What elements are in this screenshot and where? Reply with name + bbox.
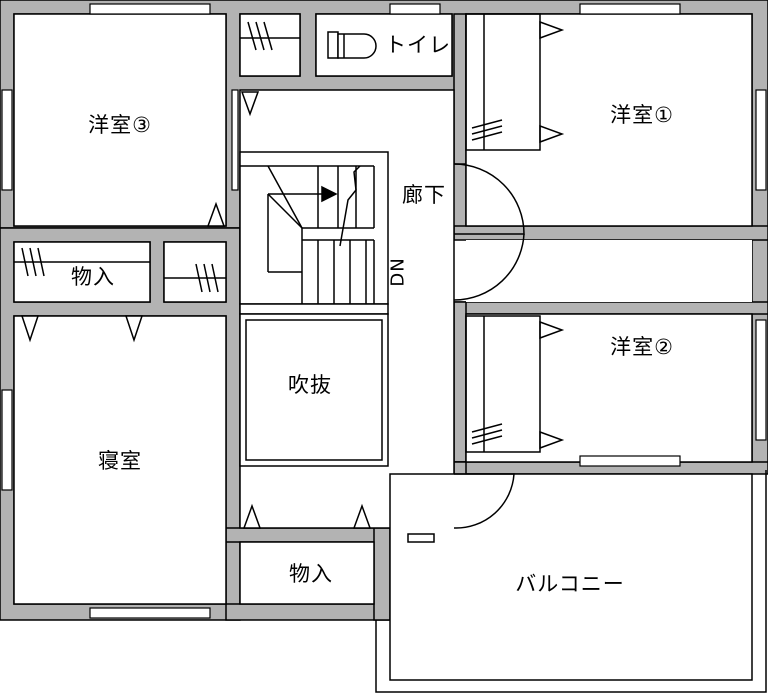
balcony-area — [389, 473, 753, 681]
label-western-room-1: 洋室① — [610, 103, 674, 127]
closet-rails — [14, 13, 541, 453]
room-bedroom — [13, 315, 227, 605]
balcony-rail — [375, 470, 767, 693]
label-toilet: トイレ — [385, 33, 451, 57]
windows — [1, 3, 767, 619]
room-western-1 — [465, 13, 753, 227]
room-western-3 — [13, 13, 227, 227]
label-storage-left: 物入 — [71, 265, 115, 289]
doors — [453, 163, 525, 529]
closet-mid-left — [163, 241, 227, 303]
stairs — [239, 151, 389, 315]
label-western-room-3: 洋室③ — [88, 113, 152, 137]
storage-left-room — [13, 241, 151, 303]
storage-bottom-room — [239, 541, 375, 605]
label-hallway: 廊下 — [402, 183, 446, 207]
label-stairs-down: DN — [387, 257, 409, 287]
toilet-icon — [327, 31, 377, 59]
label-western-room-2: 洋室② — [610, 335, 674, 359]
label-balcony: バルコニー — [515, 572, 625, 596]
label-storage-bottom: 物入 — [289, 562, 333, 586]
void-box — [239, 313, 389, 467]
label-bedroom: 寝室 — [98, 449, 142, 473]
label-void: 吹抜 — [288, 373, 332, 397]
room-western-2 — [465, 313, 753, 463]
